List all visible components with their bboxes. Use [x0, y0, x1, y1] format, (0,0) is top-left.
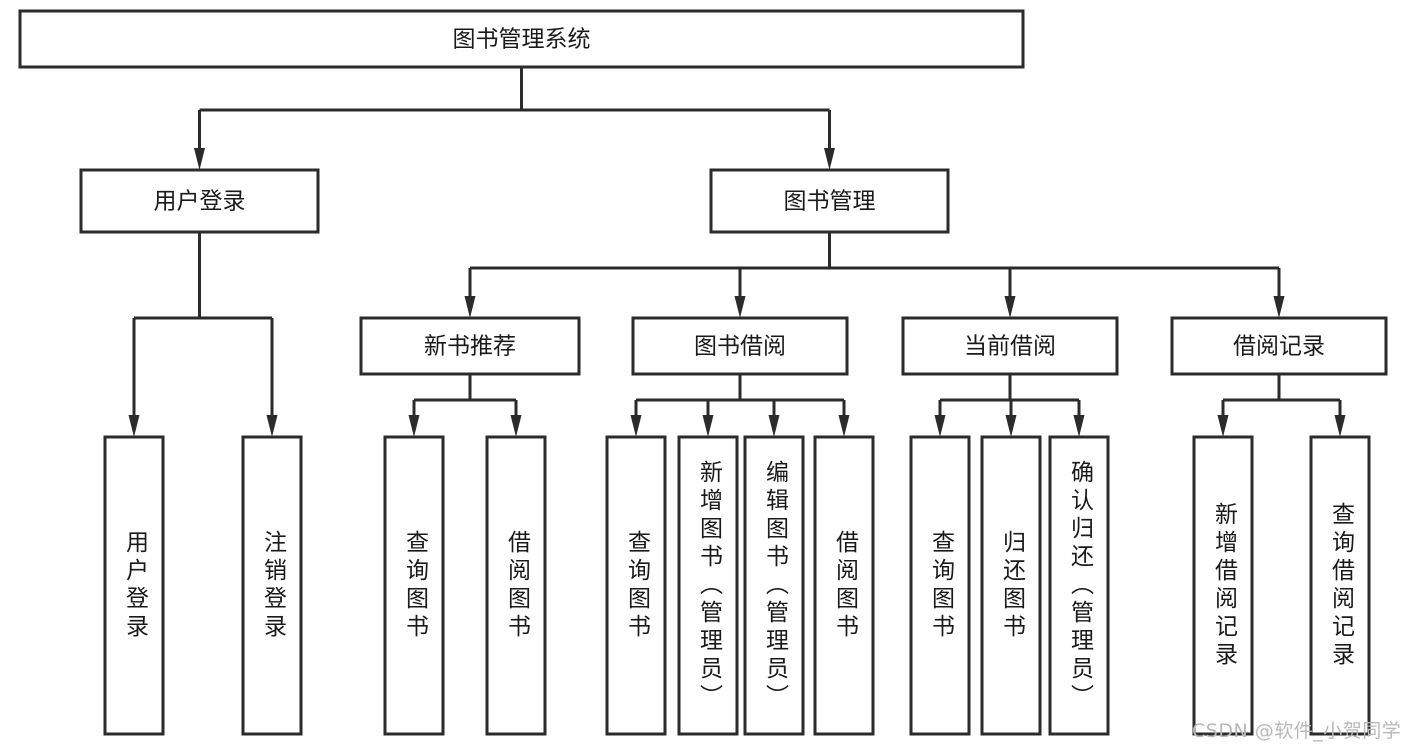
node-label: 借阅记录	[1233, 334, 1325, 360]
arrow-head-icon	[266, 415, 278, 437]
csdn-watermark: CSDN @软件_小贺同学	[1192, 720, 1402, 742]
edge-group-user-login	[128, 232, 278, 437]
edge-group-book-borrow	[630, 374, 850, 437]
arrow-head-icon	[702, 415, 714, 437]
edge-group-new-book-rec	[408, 374, 522, 437]
edge-group-current-borrow	[934, 374, 1085, 437]
arrow-head-icon	[1217, 415, 1229, 437]
node-label: 图书管理系统	[453, 27, 591, 53]
arrow-head-icon	[1004, 296, 1016, 318]
arrow-head-icon	[1005, 415, 1017, 437]
node-book-borrow[interactable]: 图书借阅	[631, 316, 849, 376]
node-leaf-logout-login[interactable]	[241, 435, 303, 736]
node-leaf-query-book-cur[interactable]	[909, 435, 971, 736]
arrow-head-icon	[1273, 296, 1285, 318]
node-current-borrow[interactable]: 当前借阅	[901, 316, 1119, 376]
arrow-head-icon	[734, 296, 746, 318]
edge-group-borrow-record	[1217, 374, 1346, 437]
node-user-login[interactable]: 用户登录	[79, 168, 320, 234]
node-leaf-add-book-admin[interactable]	[677, 435, 739, 736]
node-label: 新书推荐	[424, 334, 516, 360]
edge-group-root	[194, 67, 835, 170]
arrow-head-icon	[934, 415, 946, 437]
node-root[interactable]: 图书管理系统	[18, 9, 1025, 69]
node-label: 图书管理	[784, 189, 876, 215]
connector-layer	[128, 67, 1346, 437]
node-leaf-user-login[interactable]	[103, 435, 165, 736]
node-leaf-query-book-borrow[interactable]	[605, 435, 667, 736]
node-leaf-edit-book-admin[interactable]	[743, 435, 805, 736]
arrow-head-icon	[768, 415, 780, 437]
node-leaf-borrow-book[interactable]	[813, 435, 875, 736]
node-leaf-add-borrow-record[interactable]	[1192, 435, 1254, 736]
node-leaf-query-book-rec[interactable]	[383, 435, 445, 736]
node-label: 图书借阅	[694, 334, 786, 360]
node-leaf-confirm-return-admin[interactable]	[1048, 435, 1110, 736]
arrow-head-icon	[1073, 415, 1085, 437]
arrow-head-icon	[128, 415, 140, 437]
node-leaf-query-borrow-record[interactable]	[1309, 435, 1371, 736]
arrow-head-icon	[510, 415, 522, 437]
node-leaf-borrow-book-rec[interactable]	[485, 435, 547, 736]
node-leaf-return-book[interactable]	[980, 435, 1042, 736]
arrow-head-icon	[838, 415, 850, 437]
arrow-head-icon	[1334, 415, 1346, 437]
arrow-head-icon	[408, 415, 420, 437]
edge-group-book-manage	[464, 232, 1285, 318]
arrow-head-icon	[194, 148, 205, 170]
arrow-head-icon	[630, 415, 642, 437]
node-borrow-record[interactable]: 借阅记录	[1170, 316, 1388, 376]
arrow-head-icon	[464, 296, 476, 318]
node-new-book-rec[interactable]: 新书推荐	[359, 316, 581, 376]
arrow-head-icon	[824, 148, 835, 170]
node-book-manage[interactable]: 图书管理	[709, 168, 950, 234]
node-label: 用户登录	[154, 189, 246, 215]
node-label: 当前借阅	[964, 334, 1056, 360]
